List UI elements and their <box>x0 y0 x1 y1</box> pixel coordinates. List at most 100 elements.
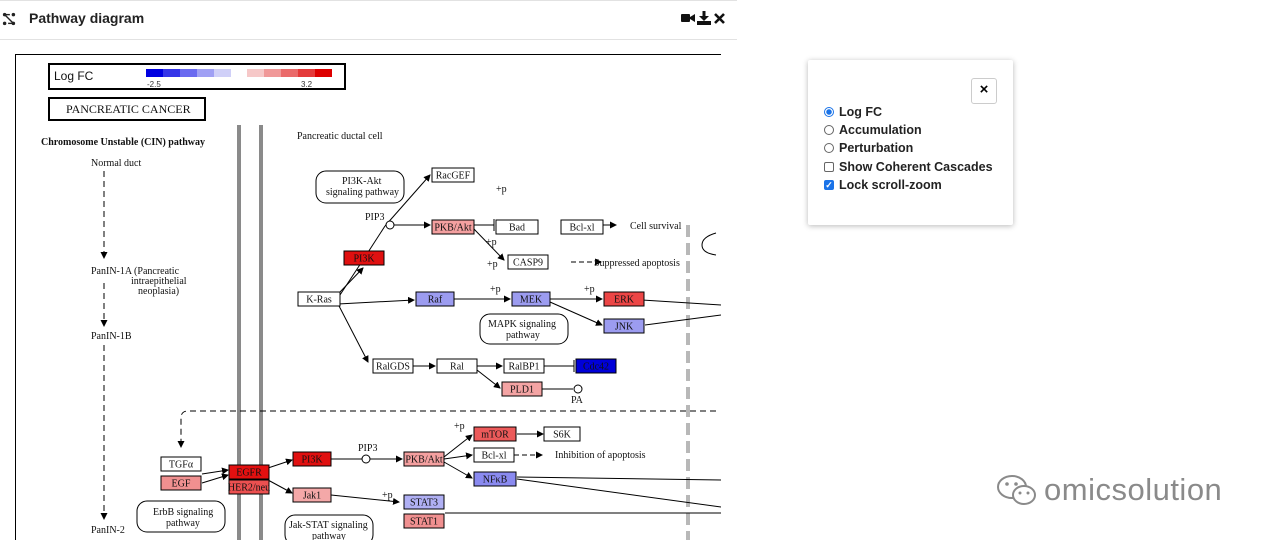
log-fc-radio[interactable] <box>824 107 834 117</box>
wechat-icon <box>997 475 1036 505</box>
gene-node[interactable]: Raf <box>415 291 455 307</box>
gene-box[interactable] <box>511 291 551 307</box>
gene-box[interactable] <box>473 447 515 463</box>
gene-box[interactable] <box>228 464 270 480</box>
label-p-3: +p <box>487 259 498 270</box>
gene-node[interactable]: Ral <box>436 358 478 374</box>
gene-box[interactable] <box>560 219 604 235</box>
perturbation-radio[interactable] <box>824 143 834 153</box>
gene-node[interactable]: CASP9 <box>507 254 549 270</box>
watermark: omicsolution <box>996 470 1222 510</box>
close-icon[interactable] <box>713 11 727 25</box>
legend-color-scale <box>146 69 332 77</box>
gene-box[interactable] <box>603 291 645 307</box>
gene-node[interactable]: Cdc42 <box>575 358 617 374</box>
gene-box[interactable] <box>228 479 270 495</box>
gene-label: RalBP1 <box>508 362 539 373</box>
pathway-title: PANCREATIC CANCER <box>66 102 191 116</box>
legend-swatch <box>197 69 214 77</box>
legend-title: Log FC <box>54 69 94 83</box>
gene-box[interactable] <box>160 475 202 491</box>
gene-node[interactable]: ERK <box>603 291 645 307</box>
gene-box[interactable] <box>575 358 617 374</box>
gene-label: CASP9 <box>513 258 543 269</box>
popup-close-button[interactable]: × <box>971 78 997 104</box>
gene-node[interactable]: K-Ras <box>297 291 341 307</box>
gene-box[interactable] <box>473 426 517 442</box>
gene-node[interactable]: HER2/neu <box>228 479 270 495</box>
gene-box[interactable] <box>501 381 543 397</box>
gene-node[interactable]: Bcl-xl <box>473 447 515 463</box>
gene-box[interactable] <box>431 219 475 235</box>
pathway-erbb-l2: pathway <box>166 518 200 529</box>
download-icon[interactable] <box>697 11 711 25</box>
gene-node[interactable]: RalBP1 <box>503 358 545 374</box>
network-icon <box>2 12 16 26</box>
gene-node[interactable]: STAT1 <box>403 513 445 529</box>
gene-box[interactable] <box>372 358 414 374</box>
gene-node[interactable]: RacGEF <box>431 167 475 183</box>
gene-box[interactable] <box>603 318 645 334</box>
gene-node[interactable]: EGFR <box>228 464 270 480</box>
gene-node[interactable]: PKB/Akt <box>431 219 475 235</box>
gene-node[interactable]: PKB/Akt <box>403 451 445 467</box>
gene-box[interactable] <box>415 291 455 307</box>
watermark-text: omicsolution <box>1044 472 1223 507</box>
gene-box[interactable] <box>343 250 385 266</box>
gene-box[interactable] <box>507 254 549 270</box>
gene-box[interactable] <box>431 167 475 183</box>
pathway-panel: Pathway diagram Log FC -2.5 3.2 <box>0 0 737 540</box>
option-coherent-cascades[interactable]: Show Coherent Cascades <box>824 159 993 175</box>
coherent-cascades-label: Show Coherent Cascades <box>839 160 993 174</box>
stage-panin-2: PanIN-2 <box>91 525 125 536</box>
gene-box[interactable] <box>160 456 202 472</box>
gene-node[interactable]: JNK <box>603 318 645 334</box>
accumulation-radio[interactable] <box>824 125 834 135</box>
gene-node[interactable]: PI3K <box>292 451 332 467</box>
gene-box[interactable] <box>543 426 581 442</box>
gene-box[interactable] <box>436 358 478 374</box>
stage-normal-duct: Normal duct <box>91 158 141 169</box>
gene-box[interactable] <box>403 513 445 529</box>
gene-label: Bcl-xl <box>570 223 595 234</box>
gene-node[interactable]: Bcl-xl <box>560 219 604 235</box>
lock-scroll-zoom-checkbox[interactable]: ✓ <box>824 180 834 190</box>
gene-box[interactable] <box>403 494 445 510</box>
gene-box[interactable] <box>292 487 332 503</box>
gene-node[interactable]: Jak1 <box>292 487 332 503</box>
gene-box[interactable] <box>292 451 332 467</box>
gene-box[interactable] <box>473 471 517 487</box>
option-lock-scroll-zoom[interactable]: ✓ Lock scroll-zoom <box>824 177 942 193</box>
legend-swatch <box>214 69 231 77</box>
gene-box[interactable] <box>297 291 341 307</box>
gene-box[interactable] <box>403 451 445 467</box>
video-camera-icon[interactable] <box>681 11 695 25</box>
gene-node[interactable]: EGF <box>160 475 202 491</box>
gene-node[interactable]: STAT3 <box>403 494 445 510</box>
gene-node[interactable]: PI3K <box>343 250 385 266</box>
accumulation-label: Accumulation <box>839 123 922 137</box>
legend-swatch <box>163 69 180 77</box>
gene-node[interactable]: RalGDS <box>372 358 414 374</box>
option-accumulation[interactable]: Accumulation <box>824 122 922 138</box>
gene-node[interactable]: Bad <box>495 219 539 235</box>
kegg-pathway-canvas[interactable]: Log FC -2.5 3.2 PANCREATIC CANCER Chromo… <box>15 54 721 540</box>
option-perturbation[interactable]: Perturbation <box>824 140 913 156</box>
gene-box[interactable] <box>495 219 539 235</box>
gene-node[interactable]: mTOR <box>473 426 517 442</box>
gene-label: EGFR <box>236 468 262 479</box>
gene-node[interactable]: PLD1 <box>501 381 543 397</box>
gene-node[interactable]: NFκB <box>473 471 517 487</box>
gene-label: PKB/Akt <box>434 223 471 234</box>
gene-box[interactable] <box>503 358 545 374</box>
legend-swatch <box>146 69 163 77</box>
coherent-cascades-checkbox[interactable] <box>824 162 834 172</box>
gene-node[interactable]: S6K <box>543 426 581 442</box>
gene-node[interactable]: TGFα <box>160 456 202 472</box>
cell-label: Pancreatic ductal cell <box>297 131 383 142</box>
option-log-fc[interactable]: Log FC <box>824 104 882 120</box>
gene-label: RalGDS <box>376 362 410 373</box>
gene-node[interactable]: MEK <box>511 291 551 307</box>
gene-label: STAT1 <box>410 517 438 528</box>
